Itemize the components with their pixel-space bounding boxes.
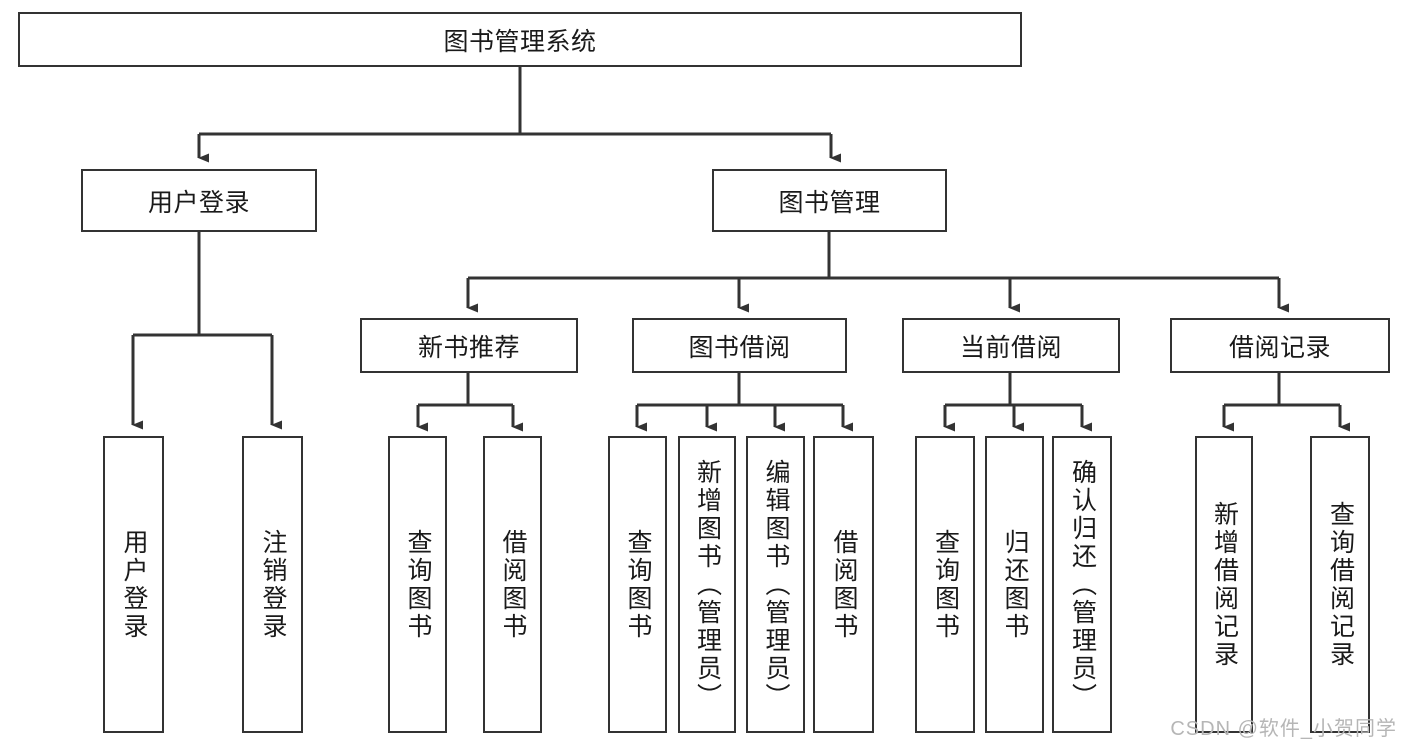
node-leaf-edit-book-admin-label: 编辑图书（管理员） bbox=[762, 458, 790, 711]
node-current-borrow[interactable]: 当前借阅 bbox=[902, 318, 1120, 373]
node-leaf-edit-book-admin[interactable]: 编辑图书（管理员） bbox=[746, 436, 805, 733]
node-leaf-query-book-3-label: 查询图书 bbox=[931, 528, 960, 641]
node-book-borrow-label: 图书借阅 bbox=[688, 333, 791, 362]
node-book-manage-label: 图书管理 bbox=[778, 188, 881, 217]
node-new-book-rec[interactable]: 新书推荐 bbox=[360, 318, 578, 373]
node-leaf-add-book-admin[interactable]: 新增图书（管理员） bbox=[678, 436, 736, 733]
node-user-login[interactable]: 用户登录 bbox=[81, 169, 317, 232]
node-leaf-query-book-1-label: 查询图书 bbox=[404, 528, 432, 641]
node-leaf-user-login[interactable]: 用户登录 bbox=[103, 436, 164, 733]
node-leaf-borrow-book-1-label: 借阅图书 bbox=[499, 528, 527, 641]
watermark-text: CSDN @软件_小贺同学 bbox=[1170, 718, 1397, 740]
node-leaf-query-book-2-label: 查询图书 bbox=[624, 528, 652, 641]
node-leaf-logout-label: 注销登录 bbox=[259, 528, 287, 641]
node-leaf-confirm-return-admin-label: 确认归还（管理员） bbox=[1068, 458, 1097, 711]
node-user-login-label: 用户登录 bbox=[147, 188, 250, 217]
node-leaf-return-book[interactable]: 归还图书 bbox=[985, 436, 1044, 733]
node-leaf-add-record[interactable]: 新增借阅记录 bbox=[1195, 436, 1253, 733]
node-borrow-record-label: 借阅记录 bbox=[1228, 333, 1331, 362]
node-current-borrow-label: 当前借阅 bbox=[959, 333, 1062, 362]
node-leaf-confirm-return-admin[interactable]: 确认归还（管理员） bbox=[1052, 436, 1112, 733]
node-book-manage[interactable]: 图书管理 bbox=[712, 169, 947, 232]
node-leaf-return-book-label: 归还图书 bbox=[1001, 528, 1029, 641]
node-leaf-query-record[interactable]: 查询借阅记录 bbox=[1310, 436, 1370, 733]
node-book-borrow[interactable]: 图书借阅 bbox=[632, 318, 847, 373]
node-leaf-add-book-admin-label: 新增图书（管理员） bbox=[693, 458, 722, 711]
node-leaf-borrow-book-2[interactable]: 借阅图书 bbox=[813, 436, 874, 733]
node-root-label: 图书管理系统 bbox=[443, 27, 597, 56]
node-leaf-user-login-label: 用户登录 bbox=[120, 528, 148, 641]
node-leaf-query-record-label: 查询借阅记录 bbox=[1326, 500, 1355, 669]
node-leaf-logout[interactable]: 注销登录 bbox=[242, 436, 303, 733]
node-borrow-record[interactable]: 借阅记录 bbox=[1170, 318, 1390, 373]
node-leaf-add-record-label: 新增借阅记录 bbox=[1210, 500, 1239, 669]
node-leaf-query-book-2[interactable]: 查询图书 bbox=[608, 436, 667, 733]
node-leaf-borrow-book-2-label: 借阅图书 bbox=[830, 528, 858, 641]
node-leaf-query-book-3[interactable]: 查询图书 bbox=[915, 436, 975, 733]
node-new-book-rec-label: 新书推荐 bbox=[417, 333, 520, 362]
node-leaf-borrow-book-1[interactable]: 借阅图书 bbox=[483, 436, 542, 733]
node-root[interactable]: 图书管理系统 bbox=[18, 12, 1022, 67]
node-leaf-query-book-1[interactable]: 查询图书 bbox=[388, 436, 447, 733]
